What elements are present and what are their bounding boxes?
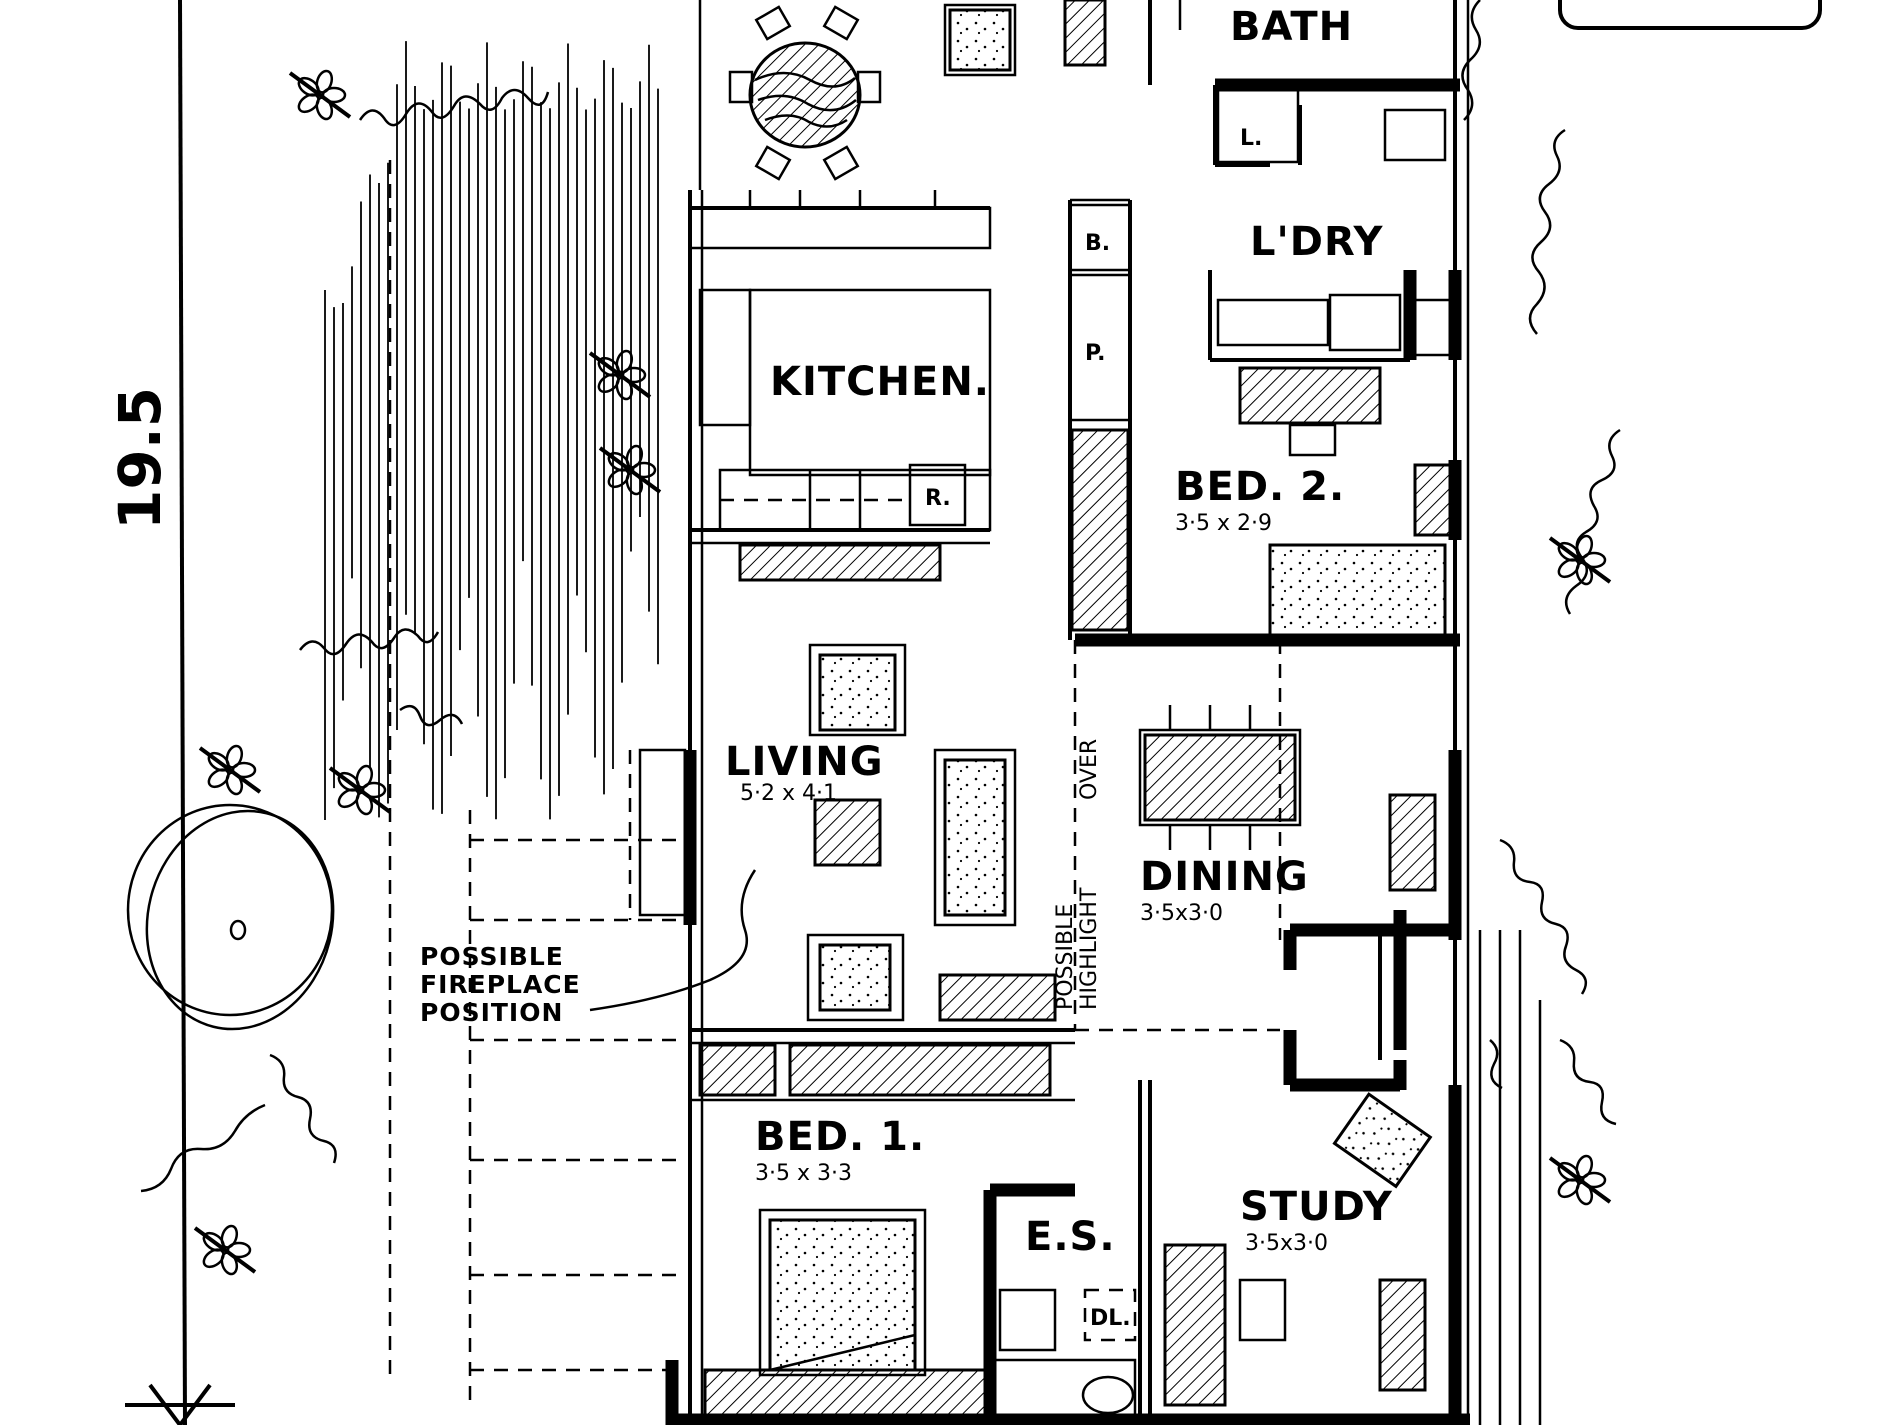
note-highlight-line2: HIGHLIGHT bbox=[1077, 887, 1102, 1010]
laundry-fittings bbox=[1216, 88, 1452, 457]
label-pantry: P. bbox=[1085, 341, 1105, 366]
deck-hatching bbox=[324, 41, 659, 820]
flower-icon bbox=[193, 1224, 257, 1276]
room-label-dining: DINING bbox=[1140, 854, 1309, 900]
room-label-laundry: L'DRY bbox=[1250, 219, 1384, 265]
room-label-bed2: BED. 2. bbox=[1175, 464, 1345, 510]
label-bin: B. bbox=[1085, 231, 1110, 256]
room-dim-living: 5·2 x 4·1 bbox=[740, 781, 837, 806]
right-garden-lines bbox=[1478, 930, 1542, 1425]
room-label-kitchen: KITCHEN. bbox=[770, 359, 990, 405]
room-dim-dining: 3·5x3·0 bbox=[1140, 901, 1223, 926]
ensuite-fittings bbox=[993, 1288, 1137, 1422]
site-dimension-19-5: 19.5 bbox=[106, 387, 235, 1425]
room-label-ensuite: E.S. bbox=[1025, 1214, 1116, 1260]
site-boundary bbox=[178, 0, 1182, 1425]
flower-icon bbox=[588, 349, 652, 401]
room-dim-bed1: 3·5 x 3·3 bbox=[755, 1161, 852, 1186]
note-highlight-line3: OVER bbox=[1077, 739, 1102, 800]
room-label-bath: BATH bbox=[1230, 4, 1353, 50]
flower-icon bbox=[328, 764, 392, 816]
note-fireplace-line3: POSITION bbox=[420, 998, 563, 1027]
note-highlight: POSSIBLE HIGHLIGHT OVER bbox=[1053, 739, 1102, 1010]
room-label-living: LIVING bbox=[725, 739, 884, 785]
bed1-furniture bbox=[703, 1208, 987, 1417]
room-dim-bed2: 3·5 x 2·9 bbox=[1175, 511, 1272, 536]
tree-icon bbox=[126, 803, 335, 1031]
note-highlight-line1: POSSIBLE bbox=[1053, 904, 1078, 1010]
hedge-squiggles bbox=[140, 0, 1621, 1193]
title-box-corner bbox=[1558, 0, 1822, 30]
flower-icon bbox=[1548, 534, 1612, 586]
flower-icon bbox=[288, 69, 352, 121]
bed2-furniture bbox=[1268, 463, 1452, 637]
top-chairs bbox=[943, 0, 1107, 77]
flower-icon bbox=[198, 744, 262, 796]
house-walls bbox=[665, 0, 1470, 1425]
note-fireplace: POSSIBLE FIREPLACE POSITION bbox=[420, 942, 581, 1027]
room-label-bed1: BED. 1. bbox=[755, 1114, 925, 1160]
corridor-cupboards bbox=[1068, 203, 1132, 632]
robe-and-shelves bbox=[690, 1043, 1075, 1102]
room-label-study: STUDY bbox=[1240, 1184, 1393, 1230]
flower-icon bbox=[1548, 1154, 1612, 1206]
label-fridge: R. bbox=[925, 486, 951, 511]
note-fireplace-line1: POSSIBLE bbox=[420, 942, 564, 971]
site-depth-label: 19.5 bbox=[106, 387, 174, 530]
label-laundry-tub: L. bbox=[1240, 126, 1262, 151]
carport-dashes bbox=[468, 750, 680, 1400]
shrub-icons bbox=[193, 69, 1612, 1276]
study-furniture bbox=[1163, 1092, 1433, 1407]
room-dim-study: 3·5x3·0 bbox=[1245, 1231, 1328, 1256]
flower-icon bbox=[598, 444, 662, 496]
kitchen-fittings bbox=[688, 190, 992, 582]
living-furniture bbox=[589, 643, 1057, 1022]
round-dining-table bbox=[728, 5, 882, 181]
note-fireplace-line2: FIREPLACE bbox=[420, 970, 581, 999]
dining-table bbox=[1138, 705, 1437, 892]
label-linen: DL. bbox=[1090, 1306, 1131, 1331]
